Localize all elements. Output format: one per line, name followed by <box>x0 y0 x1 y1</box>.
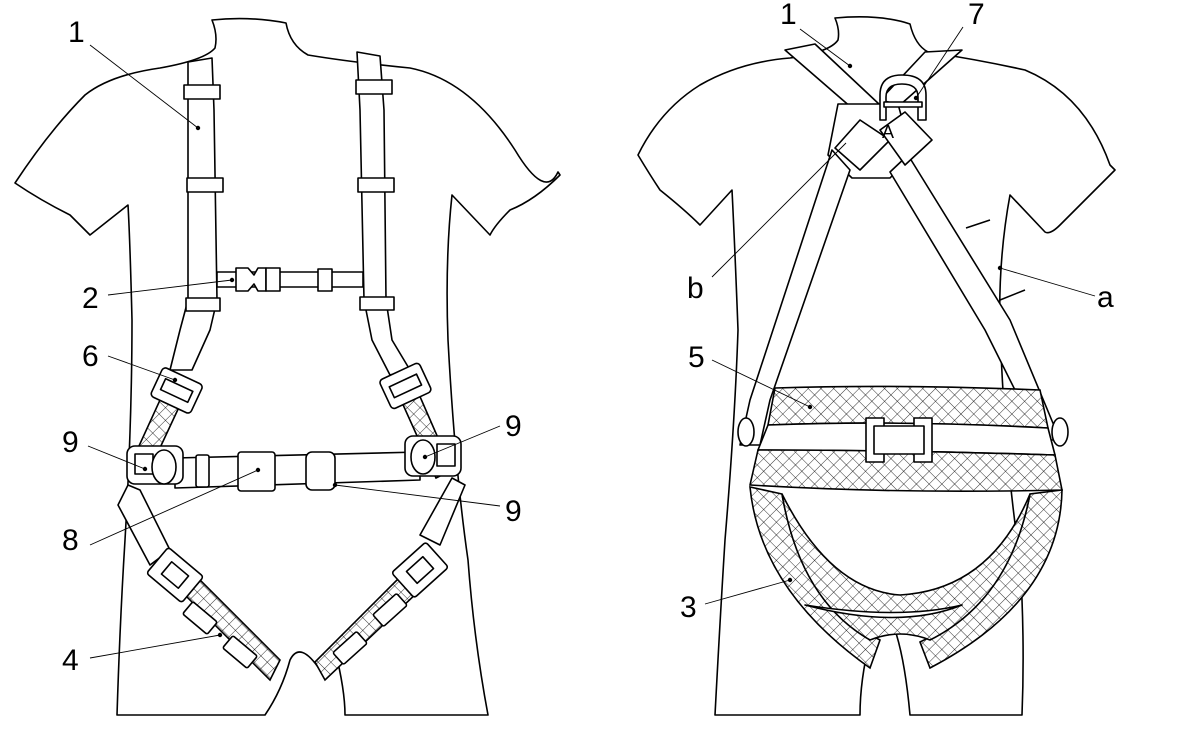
strap-keeper <box>357 177 395 193</box>
front-label-1: 1 <box>68 16 85 49</box>
back-label-7: 7 <box>968 0 985 31</box>
left-ring-eye <box>151 449 177 485</box>
adjuster-buckle-inner <box>159 377 194 404</box>
chest-buckle-bar <box>265 267 281 292</box>
front-view: 1 2 6 9 9 9 8 4 <box>14 16 561 716</box>
back-buckle-frame <box>873 425 925 455</box>
front-label-2: 2 <box>82 282 99 315</box>
strap-keeper <box>359 296 395 311</box>
adjuster-buckle-inner <box>388 373 423 399</box>
back-label-1: 1 <box>780 0 797 31</box>
side-attachment-right <box>1051 417 1069 447</box>
back-view: 1 7 A b a 5 3 <box>637 0 1116 716</box>
front-label-9-left: 9 <box>62 426 79 459</box>
belt-keeper <box>195 454 210 488</box>
d-ring-bar <box>883 101 923 108</box>
front-label-8: 8 <box>62 524 79 557</box>
chest-buckle <box>235 267 267 292</box>
strap-keeper <box>355 79 393 95</box>
front-label-6: 6 <box>82 340 99 373</box>
seat-strap-lower-band <box>781 493 1031 641</box>
left-ring-window <box>134 453 154 475</box>
right-ring-window <box>436 443 456 467</box>
strap-keeper <box>183 84 221 100</box>
front-label-9-right: 9 <box>505 410 522 443</box>
back-label-b: b <box>687 272 704 305</box>
belt-loop <box>305 451 336 491</box>
chest-strap-keeper <box>317 268 333 292</box>
side-attachment-left <box>737 417 755 447</box>
leg-keeper <box>222 635 258 669</box>
front-label-4: 4 <box>62 644 79 677</box>
back-label-5: 5 <box>688 341 705 374</box>
leg-buckle-inner <box>160 561 190 589</box>
back-label-a: a <box>1097 281 1114 314</box>
front-label-9-lower: 9 <box>505 495 522 528</box>
leg-keeper <box>372 593 408 627</box>
strap-keeper <box>185 297 221 312</box>
back-waist-pad-lower <box>749 449 1063 493</box>
strap-keeper <box>186 177 224 193</box>
cross-tab-left <box>834 119 891 171</box>
leg-buckle-inner <box>405 555 435 585</box>
seat-strap-slit <box>804 604 963 619</box>
leg-keeper <box>332 631 368 665</box>
front-right-leg-strap-outer <box>419 477 466 546</box>
dorsal-d-ring-7 <box>879 74 927 121</box>
back-label-3: 3 <box>680 591 697 624</box>
front-left-shoulder-strap <box>169 57 218 371</box>
leg-keeper <box>182 601 218 635</box>
back-label-A: A <box>882 122 894 142</box>
cross-tab-right <box>879 111 933 166</box>
